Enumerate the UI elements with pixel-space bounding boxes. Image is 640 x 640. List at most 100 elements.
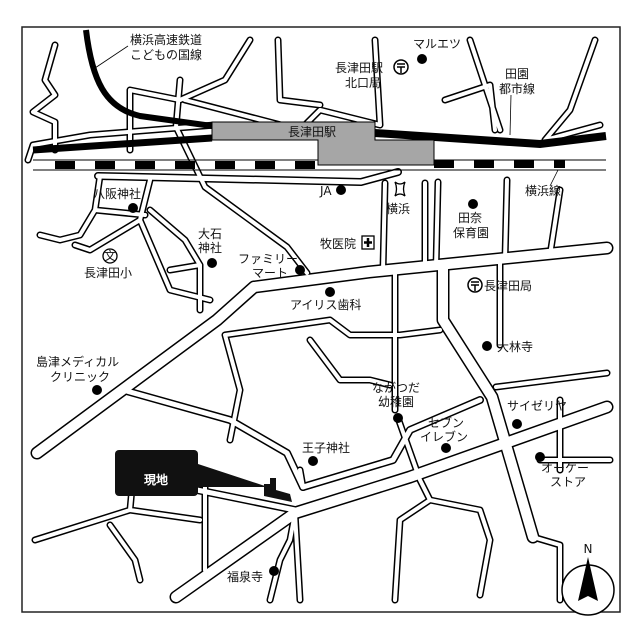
label: サイゼリヤ [507, 399, 567, 413]
landmark-maruetsu: マルエツ [413, 37, 461, 64]
road-fill [308, 338, 392, 387]
road-fill [393, 258, 502, 412]
dot-icon [308, 456, 318, 466]
site-marker: 現地 [115, 450, 292, 502]
road-fill [183, 38, 382, 132]
landmark-oishi-shrine: 大石 神社 [198, 227, 222, 268]
label: 長津田局 [484, 279, 532, 293]
dot-icon [325, 287, 335, 297]
landmark-yokohama-bank: 横浜 [386, 181, 410, 216]
label: 牧医院 [320, 237, 356, 251]
landmark-dairinji: 大林寺 [482, 340, 533, 354]
road-fill [268, 511, 302, 602]
landmark-nagatsuta-elementary: 文 長津田小 [84, 248, 132, 280]
road-fill [443, 38, 502, 132]
road-fill [148, 208, 202, 312]
road-fill [298, 468, 305, 489]
post-office-icon [393, 59, 409, 75]
road-fill [438, 263, 538, 542]
label: ファミリー [238, 252, 298, 266]
label: 島津メディカル [36, 354, 119, 369]
landmark-oji-shrine: 王子神社 [302, 440, 350, 466]
dot-icon [207, 258, 217, 268]
dot-icon [269, 566, 279, 576]
road-fill [108, 523, 142, 582]
dot-icon [393, 413, 403, 423]
site-label: 現地 [144, 472, 168, 487]
landmark-nagatsuta-kindergarten: ながつだ 幼稚園 [372, 380, 420, 423]
road-fill [300, 397, 483, 490]
dot-icon [295, 265, 305, 275]
landmark-yasaka-shrine: 八阪神社 [93, 186, 141, 213]
road-fill [174, 78, 309, 275]
dot-icon [468, 199, 478, 209]
road-fill [26, 123, 217, 162]
label: JA [319, 184, 332, 198]
landmark-kitaguchi-post: 長津田駅 北口局 [335, 59, 409, 90]
label: マート [252, 266, 288, 280]
bank-icon [394, 181, 406, 197]
dot-icon [512, 419, 522, 429]
landmark-familymart: ファミリー マート [238, 252, 305, 280]
north-arrow-icon: N [561, 542, 615, 616]
landmark-shimazu-clinic: 島津メディカル クリニック [36, 354, 119, 395]
label: 幼稚園 [378, 395, 414, 409]
label: 横浜 [386, 202, 410, 216]
road-fill [95, 169, 401, 185]
dot-icon [92, 385, 102, 395]
dot-icon [128, 203, 138, 213]
road-fill [543, 38, 602, 142]
roads [24, 36, 614, 604]
road-fill [381, 178, 562, 272]
label: 大石 [198, 227, 222, 241]
label: クリニック [50, 370, 110, 384]
label: アイリス歯科 [290, 298, 361, 312]
post-office-icon [467, 277, 483, 293]
label: 王子神社 [302, 440, 350, 455]
road-fill [396, 416, 432, 502]
dot-icon [417, 54, 427, 64]
label: 福泉寺 [227, 569, 263, 584]
landmark-okay-store: オーケー ストア [535, 452, 589, 489]
label: 保育園 [453, 225, 489, 240]
road-fill [38, 174, 147, 242]
road-fill [276, 38, 322, 107]
road-fill [223, 318, 442, 442]
label: 大林寺 [497, 340, 533, 354]
road-fill [31, 43, 57, 152]
dot-icon [535, 452, 545, 462]
denentoshi-line-label-1: 田園 [505, 67, 529, 81]
label: イレブン [420, 429, 468, 444]
label: マルエツ [413, 37, 461, 51]
landmark-fukusenji: 福泉寺 [227, 566, 279, 584]
label: 北口局 [345, 76, 381, 90]
station-label: 長津田駅 [288, 125, 336, 139]
label: 田奈 [458, 211, 482, 225]
svg-text:文: 文 [104, 248, 116, 263]
dot-icon [441, 443, 451, 453]
denentoshi-line-label-2: 都市線 [499, 81, 535, 96]
landmark-ja: JA [319, 184, 346, 198]
label: 長津田小 [84, 266, 132, 280]
hospital-cross-icon [361, 235, 375, 250]
north-label: N [584, 542, 593, 556]
landmark-tana-nursery: 田奈 保育園 [453, 199, 489, 240]
landmark-saizeriya: サイゼリヤ [507, 399, 567, 429]
yokohama-line-label: 横浜線 [525, 183, 561, 198]
landmark-iris-dental: アイリス歯科 [290, 287, 361, 312]
road-fill [531, 535, 562, 602]
kodomo-line-label-2: こどもの国線 [130, 47, 202, 62]
road-fill [73, 178, 212, 302]
label: 八阪神社 [93, 186, 141, 201]
dot-icon [336, 185, 346, 195]
road-fill [32, 243, 612, 458]
school-icon: 文 [102, 248, 118, 264]
road-fill [120, 387, 306, 490]
landmark-seven-eleven: セブン イレブン [420, 415, 468, 453]
road-fill [393, 498, 492, 602]
road-fill [538, 398, 612, 472]
station-building [211, 121, 435, 166]
landmark-maki-clinic: 牧医院 [320, 235, 375, 251]
label: 神社 [198, 240, 222, 255]
